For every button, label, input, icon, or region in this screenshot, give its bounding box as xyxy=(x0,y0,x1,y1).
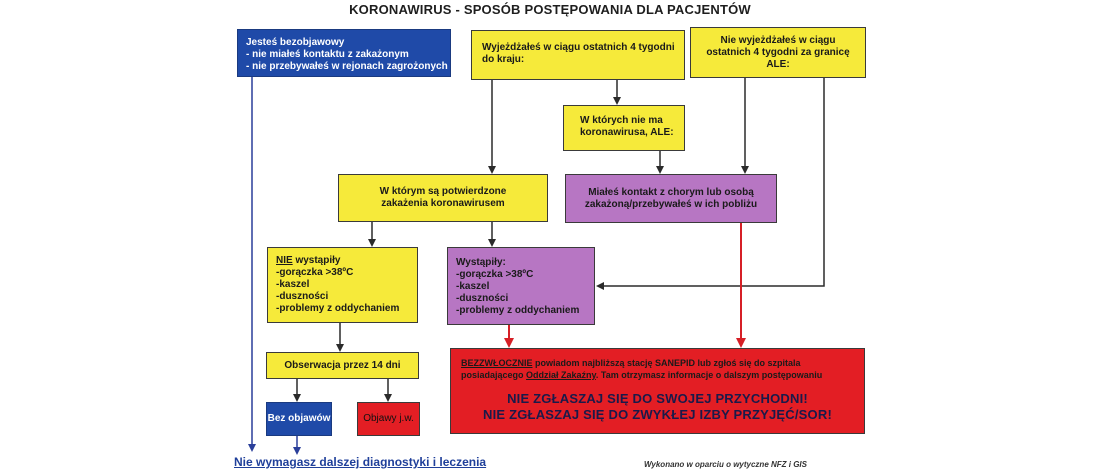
travel-country-box: Wyjeżdżałeś w ciągu ostatnich 4 tygodni … xyxy=(471,30,685,80)
infectious-ward-text: Oddział Zakaźny xyxy=(526,370,596,380)
page-title: KORONAWIRUS - SPOSÓB POSTĘPOWANIA DLA PA… xyxy=(349,2,751,17)
footer-source-note: Wykonano w oparciu o wytyczne NFZ i GIS xyxy=(644,460,807,469)
asymptomatic-box: Jesteś bezobjawowy - nie miałeś kontaktu… xyxy=(237,29,451,77)
no-travel-box: Nie wyjeżdżałeś w ciągu ostatnich 4 tygo… xyxy=(690,27,866,78)
no-symptoms-heading: NIE xyxy=(276,255,293,266)
no-symptoms-box: NIE wystąpiły -gorączka >38ºC -kaszel -d… xyxy=(267,247,418,323)
arrow-no-travel-to-symptoms xyxy=(596,78,825,290)
urgent-action-box: BEZZWŁOCZNIE powiadom najbliższą stację … xyxy=(450,348,865,434)
warning-clinic: NIE ZGŁASZAJ SIĘ DO SWOJEJ PRZYCHODNI! xyxy=(507,391,808,406)
no-symptoms-result-box: Bez objawów xyxy=(266,402,332,436)
observation-box: Obserwacja przez 14 dni xyxy=(266,352,419,379)
symptoms-box: Wystąpiły: -gorączka >38ºC -kaszel -dusz… xyxy=(447,247,595,325)
footer-no-diagnostics: Nie wymagasz dalszej diagnostyki i lecze… xyxy=(234,455,487,469)
warning-er: NIE ZGŁASZAJ SIĘ DO ZWYKŁEJ IZBY PRZYJĘĆ… xyxy=(483,407,832,422)
contact-box: Miałeś kontakt z chorym lub osobą zakażo… xyxy=(565,174,777,223)
confirmed-country-box: W którym są potwierdzone zakażenia koron… xyxy=(338,174,548,222)
symptoms-result-box: Objawy j.w. xyxy=(357,402,420,436)
urgent-lead: BEZZWŁOCZNIE xyxy=(461,358,533,368)
no-virus-country-box: W których nie ma koronawirusa, ALE: xyxy=(563,105,685,151)
